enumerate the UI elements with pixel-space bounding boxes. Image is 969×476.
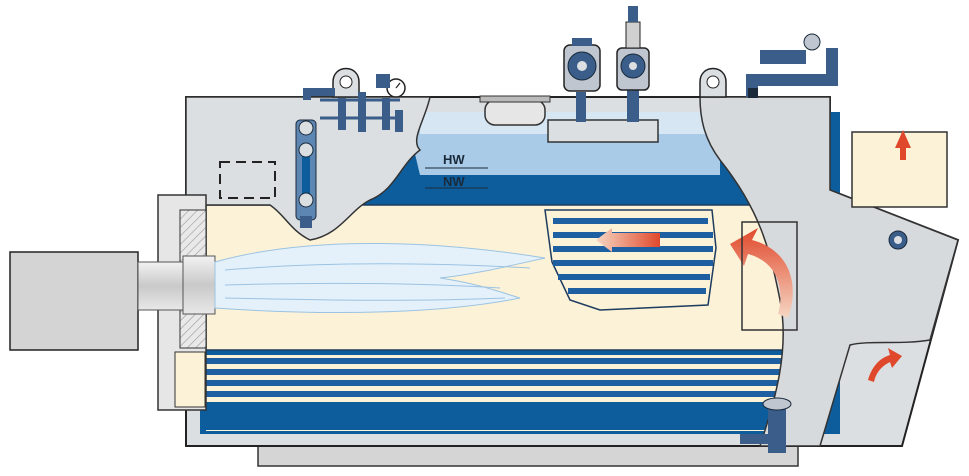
lifting-eye-icon (332, 67, 360, 98)
rear-cutaway-panel (699, 96, 959, 447)
front-chamber (174, 351, 206, 408)
reversing-chamber-arrow (730, 228, 793, 318)
level-controls (338, 92, 403, 132)
lower-tube-bank (206, 355, 806, 431)
rear-chamber-outline (741, 221, 798, 331)
flow-arrow-icon (596, 228, 660, 252)
tube-bank-cutaway (544, 209, 717, 311)
lower-flue-arrow (868, 348, 902, 382)
lifting-eye-icon (699, 67, 727, 98)
burner (9, 251, 216, 351)
high-water-label: HW (443, 152, 465, 167)
burner-blast-tube (137, 261, 184, 311)
normal-water-label: NW (443, 174, 465, 189)
burner-housing (9, 251, 139, 351)
manhole-cover (479, 95, 551, 126)
sight-glass-icon (295, 88, 335, 228)
gate-valve-icon (563, 38, 601, 122)
door-refractory-upper (179, 209, 207, 263)
pressure-gauge-icon (376, 74, 406, 98)
rear-drain-valve (888, 230, 908, 250)
flue-outlet-arrow (895, 130, 911, 160)
top-nozzle-plate (547, 119, 659, 143)
blowdown-valve (740, 397, 792, 453)
burner-flame (214, 242, 546, 314)
rear-steam-pipework (746, 33, 838, 98)
inspection-hatch (219, 161, 276, 199)
safety-valve-icon (616, 6, 650, 122)
